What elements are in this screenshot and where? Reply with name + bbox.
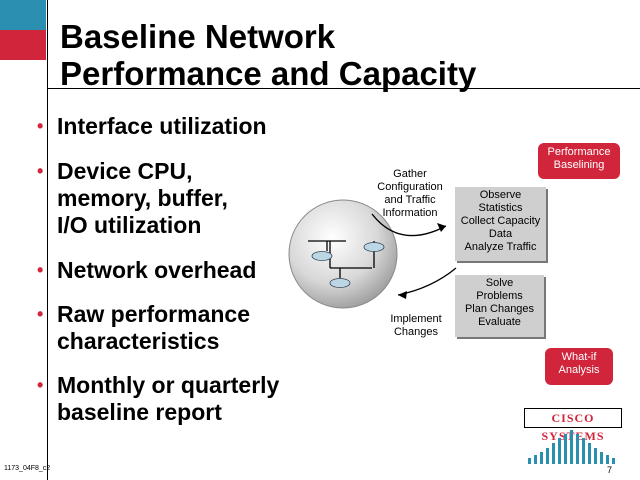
bullet-dot: • [37,116,44,136]
cisco-systems-logo: CISCO SYSTEMS [524,408,622,464]
gather-label: Gather Configuration and Traffic Informa… [377,168,443,219]
what-if-analysis-badge: What-if Analysis [545,348,613,385]
bullet-line: characteristics [57,328,220,354]
slide-code: 1173_04F8_c2 [4,465,51,472]
implement-arrow-icon [397,267,457,296]
bullet-line: Device CPU, [57,158,193,184]
network-topology-icon [308,240,375,278]
page-number: 7 [607,465,613,475]
observe-statistics-box: Observe Statistics Collect Capacity Data… [455,187,546,261]
bullet-item: • Device CPU, memory, buffer, I/O utiliz… [37,158,228,239]
box-line: Solve [485,277,514,289]
box-line: Data [488,228,513,240]
bullet-line: Raw performance [57,301,251,327]
cisco-wordmark: CISCO SYSTEMS [524,408,622,443]
left-rule [47,0,48,480]
box-line: Statistics [478,202,523,214]
box-line: Plan Changes [464,303,535,315]
implement-label: Implement Changes [390,313,442,338]
router-icon [311,242,385,288]
bullet-item: • Raw performance characteristics [37,301,250,355]
bullet-line: Monthly or quarterly [57,372,280,398]
bullet-dot: • [37,260,44,280]
arrow-head-icon [398,291,407,299]
bullet-dot: • [37,161,44,181]
corner-red-block [0,30,46,60]
box-line: Observe [479,189,522,201]
title-line-2: Performance and Capacity [60,55,477,92]
bullet-line: baseline report [57,399,222,425]
title-line-1: Baseline Network [60,18,336,55]
solve-problems-box: Solve Problems Plan Changes Evaluate [455,275,544,337]
box-line: Problems [476,290,523,302]
cisco-bridge-icon [528,430,615,464]
bullet-line: I/O utilization [57,212,202,238]
slide-title: Baseline Network Performance and Capacit… [60,18,476,92]
bullet-line: memory, buffer, [57,185,228,211]
performance-baselining-badge: Performance Baselining [538,143,620,179]
bullet-dot: • [37,375,44,395]
arrow-head-icon [437,223,446,232]
bullet-item: • Network overhead [37,257,256,284]
bullet-item: • Interface utilization [37,113,267,140]
box-line: Analyze Traffic [464,241,537,253]
bullet-item: • Monthly or quarterly baseline report [37,372,279,426]
title-rule [47,88,640,89]
box-line: Collect Capacity [460,215,541,227]
box-line: Evaluate [478,316,521,328]
bullet-dot: • [37,304,44,324]
bullet-line: Network overhead [57,257,257,283]
corner-teal-block [0,0,46,30]
bullet-line: Interface utilization [57,113,267,139]
